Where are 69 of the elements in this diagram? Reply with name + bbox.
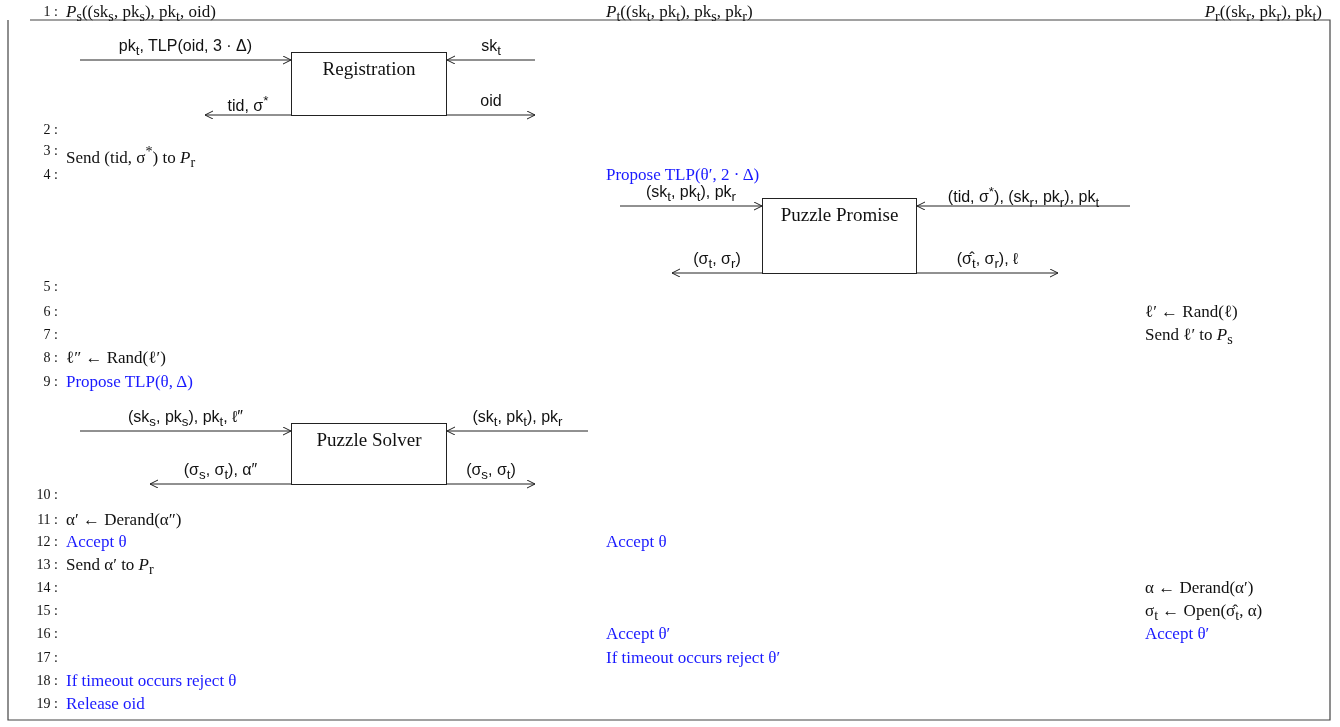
- edge-label: (σ̂$_{t}$, σ$_{r}$), ℓ: [956, 249, 1019, 274]
- line-number: 8 :: [43, 349, 58, 367]
- arrow: [446, 110, 536, 120]
- process-box: [291, 52, 447, 116]
- line-number: 4 :: [43, 166, 58, 184]
- edge-label: (sk$_{s}$, pk$_{s}$), pk$_{t}$, ℓ″: [128, 407, 243, 432]
- line-number: 2 :: [43, 121, 58, 139]
- arrow: [671, 268, 763, 278]
- party-header: P$_{s}$((sk$_{s}$, pk$_{s}$), pk$_{t}$, oid): [66, 2, 216, 27]
- protocol-step: ℓ″ ← Rand(ℓ′): [66, 348, 166, 368]
- line-number: 6 :: [43, 303, 58, 321]
- line-number: 14 :: [36, 579, 58, 597]
- protocol-step: α′ ← Derand(α″): [66, 510, 182, 530]
- edge-label: oid: [480, 91, 502, 111]
- protocol-step: Accept θ′: [1145, 624, 1210, 644]
- protocol-step: If timeout occurs reject θ: [66, 671, 237, 691]
- line-number: 7 :: [43, 326, 58, 344]
- arrow: [204, 110, 292, 120]
- arrow: [446, 426, 589, 436]
- protocol-step: Propose TLP(θ′, 2 · Δ): [606, 165, 760, 185]
- protocol-step: If timeout occurs reject θ′: [606, 648, 781, 668]
- box-label: Registration: [322, 57, 416, 81]
- line-number: 5 :: [43, 278, 58, 296]
- arrow: [446, 479, 536, 489]
- line-number: 3 :: [43, 142, 58, 160]
- protocol-step: Accept θ′: [606, 624, 671, 644]
- party-header: P$_{t}$((sk$_{t}$, pk$_{t}$), pk$_{s}$, pk$_{r}$): [606, 2, 753, 27]
- protocol-step: Send α′ to P$_{r}$: [66, 555, 154, 580]
- line-number: 18 :: [36, 672, 58, 690]
- edge-label: (tid, σ$^{*}$), (sk$_{r}$, pk$_{r}$), pk$_{t}$: [947, 183, 1100, 212]
- line-number: 12 :: [36, 533, 58, 551]
- protocol-step: ℓ′ ← Rand(ℓ): [1145, 302, 1238, 322]
- arrow: [916, 201, 1131, 211]
- protocol-step: Send (tid, σ$^{*}$) to P$_{r}$: [66, 141, 196, 173]
- line-number: 17 :: [36, 649, 58, 667]
- arrow: [446, 55, 536, 65]
- protocol-step: Accept θ: [606, 532, 667, 552]
- edge-label: (σ$_{t}$, σ$_{r}$): [693, 249, 741, 274]
- party-header: P$_{r}$((sk$_{r}$, pk$_{r}$), pk$_{t}$): [1204, 2, 1322, 27]
- edge-label: pk$_{t}$, TLP(oid, 3 · Δ): [118, 36, 253, 61]
- edge-label: sk$_{t}$: [481, 36, 501, 61]
- edge-label: (sk$_{t}$, pk$_{t}$), pk$_{r}$: [645, 183, 737, 207]
- arrow: [149, 479, 292, 489]
- edge-label: (σ$_{s}$, σ$_{t}$), α″: [183, 460, 258, 485]
- line-number: 15 :: [36, 602, 58, 620]
- arrow: [79, 426, 292, 436]
- line-number: 13 :: [36, 556, 58, 574]
- line-number: 9 :: [43, 373, 58, 391]
- edge-label: (σ$_{s}$, σ$_{t}$): [466, 460, 516, 485]
- box-label: Puzzle Solver: [316, 428, 422, 452]
- box-label: Puzzle Promise: [780, 203, 899, 227]
- arrow: [619, 201, 763, 211]
- protocol-step: Accept θ: [66, 532, 127, 552]
- process-box: [291, 423, 447, 485]
- arrow: [79, 55, 292, 65]
- line-number: 11 :: [37, 511, 58, 529]
- edge-label: (sk$_{t}$, pk$_{t}$), pk$_{r}$: [472, 407, 563, 432]
- arrow: [916, 268, 1059, 278]
- line-number: 19 :: [36, 695, 58, 713]
- edge-label: tid, σ$^{*}$: [227, 92, 269, 117]
- process-box: [762, 198, 917, 274]
- line-number: 16 :: [36, 625, 58, 643]
- line-number: 1 :: [43, 3, 58, 21]
- protocol-step: α ← Derand(α′): [1145, 578, 1254, 598]
- protocol-step: Send ℓ′ to P$_{s}$: [1145, 325, 1233, 350]
- line-number: 10 :: [36, 486, 58, 504]
- protocol-step: Propose TLP(θ, Δ): [66, 372, 193, 392]
- protocol-step: Release oid: [66, 694, 145, 714]
- protocol-step: σ$_{t}$ ← Open(σ̂$_{t}$, α): [1145, 601, 1263, 626]
